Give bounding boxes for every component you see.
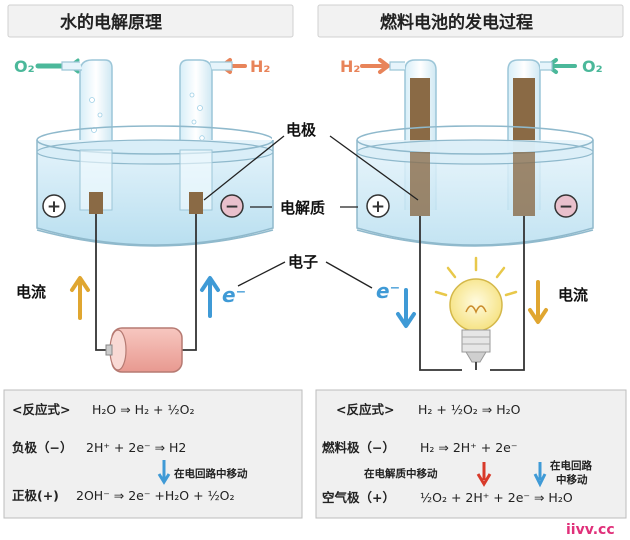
right-h2-label: H₂ [340, 57, 360, 76]
left-tank [36, 125, 274, 247]
left-electron-label: e⁻ [222, 283, 246, 307]
right-reaction-eq: H₂ + ½O₂ ⇒ H₂O [418, 402, 521, 417]
right-reaction-label: <反应式> [336, 402, 394, 417]
left-current-label: 电流 [16, 283, 46, 301]
left-minus-sign: − [220, 194, 244, 218]
electrode-label: 电极 [286, 121, 317, 139]
right-current-label: 电流 [558, 286, 588, 304]
left-cathode-label: 正极(+) [12, 488, 59, 503]
left-cathode-eq: 2OH⁻ ⇒ 2e⁻ +H₂O + ½O₂ [76, 488, 235, 503]
svg-text:+: + [47, 197, 61, 217]
right-h2-input: H₂ [340, 57, 390, 76]
right-air-eq: ½O₂ + 2H⁺ + 2e⁻ ⇒ H₂O [420, 490, 573, 505]
left-current-arrow: 电流 [16, 276, 90, 320]
up-arrow-icon [200, 276, 220, 318]
left-equation-box: <反应式> H₂O ⇒ H₂ + ½O₂ 负极（−） 2H⁺ + 2e⁻ ⇒ H… [3, 389, 303, 519]
right-circuit-note-1: 在电回路 [550, 459, 592, 472]
right-tank [356, 125, 594, 247]
right-circuit-wire [419, 216, 525, 371]
right-current-arrow: 电流 [528, 280, 588, 324]
up-arrow-icon [70, 276, 90, 320]
svg-text:−: − [225, 197, 239, 217]
right-air-label: 空气极（+） [322, 490, 395, 505]
right-equation-box: <反应式> H₂ + ½O₂ ⇒ H₂O 燃料极（−） H₂ ⇒ 2H⁺ + 2… [315, 389, 627, 519]
left-h2-label: H₂ [250, 57, 270, 76]
electron-label: 电子 [288, 253, 318, 271]
left-anode-label: 负极（−） [12, 440, 72, 455]
right-electron-label: e⁻ [376, 279, 400, 303]
right-o2-label: O₂ [582, 57, 603, 76]
svg-text:+: + [371, 197, 385, 217]
light-bulb-icon [434, 256, 518, 370]
right-circuit-note-2: 中移动 [556, 473, 588, 486]
right-minus-sign: − [554, 194, 578, 218]
down-arrow-icon [533, 462, 547, 488]
right-plus-sign: + [366, 194, 390, 218]
right-fuel-eq: H₂ ⇒ 2H⁺ + 2e⁻ [420, 440, 517, 455]
left-electrode-anode [89, 192, 103, 214]
down-arrow-icon [476, 462, 492, 487]
left-circuit-wire [95, 214, 197, 351]
right-title: 燃料电池的发电过程 [380, 12, 533, 33]
right-electron-arrow: e⁻ [376, 279, 416, 328]
left-title-bar: 水的电解原理 [7, 4, 294, 38]
down-arrow-icon [396, 288, 416, 328]
right-electrolyte-note: 在电解质中移动 [364, 467, 438, 480]
down-arrow-icon [528, 280, 548, 324]
right-fuel-label: 燃料极（−） [322, 440, 395, 455]
h2-arrow-icon [360, 58, 390, 74]
watermark: iivv.cc [566, 522, 615, 538]
svg-text:−: − [559, 197, 573, 217]
left-o2-label: O₂ [14, 57, 35, 76]
electrolyte-label: 电解质 [280, 199, 325, 217]
right-title-bar: 燃料电池的发电过程 [317, 4, 624, 38]
center-callouts: 电极 电解质 电子 [203, 118, 419, 289]
right-o2-input: O₂ [546, 57, 603, 76]
down-arrow-icon [157, 460, 171, 485]
left-reaction-label: <反应式> [12, 402, 70, 417]
left-anode-eq: 2H⁺ + 2e⁻ ⇒ H2 [86, 440, 186, 455]
left-electron-arrow: e⁻ [200, 276, 246, 318]
left-plus-sign: + [42, 194, 66, 218]
left-electrode-cathode [189, 192, 203, 214]
left-reaction-eq: H₂O ⇒ H₂ + ½O₂ [92, 402, 194, 417]
left-move-note: 在电回路中移动 [174, 467, 248, 480]
battery-icon [105, 327, 183, 373]
left-title: 水的电解原理 [60, 12, 162, 33]
